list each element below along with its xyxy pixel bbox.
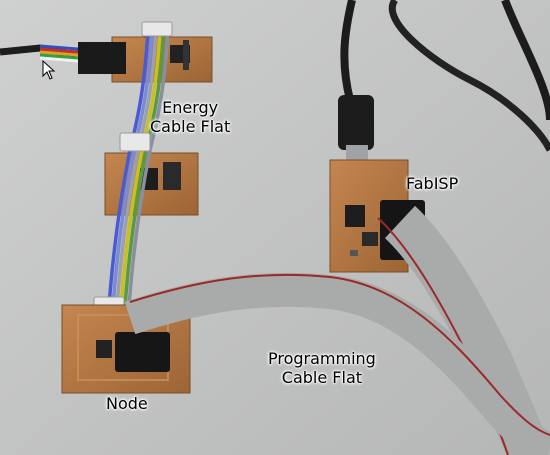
programming-cable-line-2: Cable Flat <box>281 368 363 387</box>
usb-cable-1 <box>340 0 356 101</box>
ribbon-connector-mid <box>119 132 151 152</box>
energy-cable-line-2: Cable Flat <box>150 117 231 136</box>
usb-cable-3 <box>389 0 550 152</box>
ribbon-connector-top <box>141 21 173 37</box>
usb-plug <box>338 95 374 150</box>
programming-cable-label: Programming Cable Flat <box>268 349 376 387</box>
programming-cable-node <box>124 272 550 455</box>
programming-cable-line-1: Programming <box>268 349 376 368</box>
mouse-cursor-icon <box>42 60 56 80</box>
energy-cable-line-1: Energy <box>162 98 219 117</box>
energy-cable-label: Energy Cable Flat <box>150 98 230 136</box>
node-label: Node <box>106 394 148 413</box>
fabisp-label: FabISP <box>406 174 459 193</box>
usb-cable-2 <box>501 0 550 121</box>
